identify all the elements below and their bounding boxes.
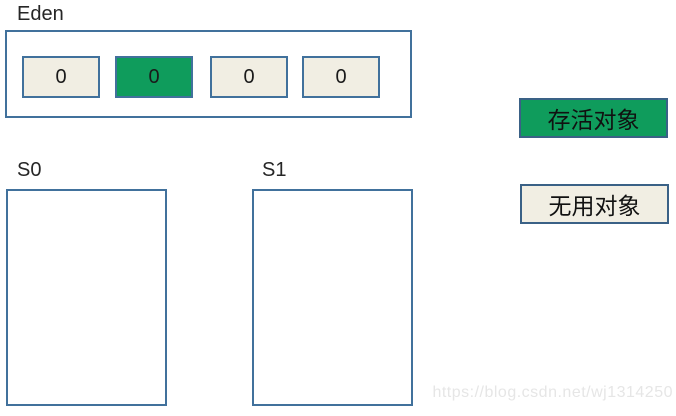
eden-region: 0 0 0 0 bbox=[5, 30, 412, 118]
eden-label: Eden bbox=[17, 3, 64, 25]
s1-label: S1 bbox=[262, 159, 287, 181]
legend-live-object: 存活对象 bbox=[519, 98, 668, 138]
legend-dead-object: 无用对象 bbox=[520, 184, 669, 224]
s1-survivor-region bbox=[252, 189, 413, 406]
eden-cell: 0 bbox=[22, 56, 100, 98]
eden-cell: 0 bbox=[115, 56, 193, 98]
eden-cell: 0 bbox=[302, 56, 380, 98]
watermark: https://blog.csdn.net/wj1314250 bbox=[432, 384, 673, 401]
eden-cell: 0 bbox=[210, 56, 288, 98]
s0-label: S0 bbox=[17, 159, 42, 181]
s0-survivor-region bbox=[6, 189, 167, 406]
